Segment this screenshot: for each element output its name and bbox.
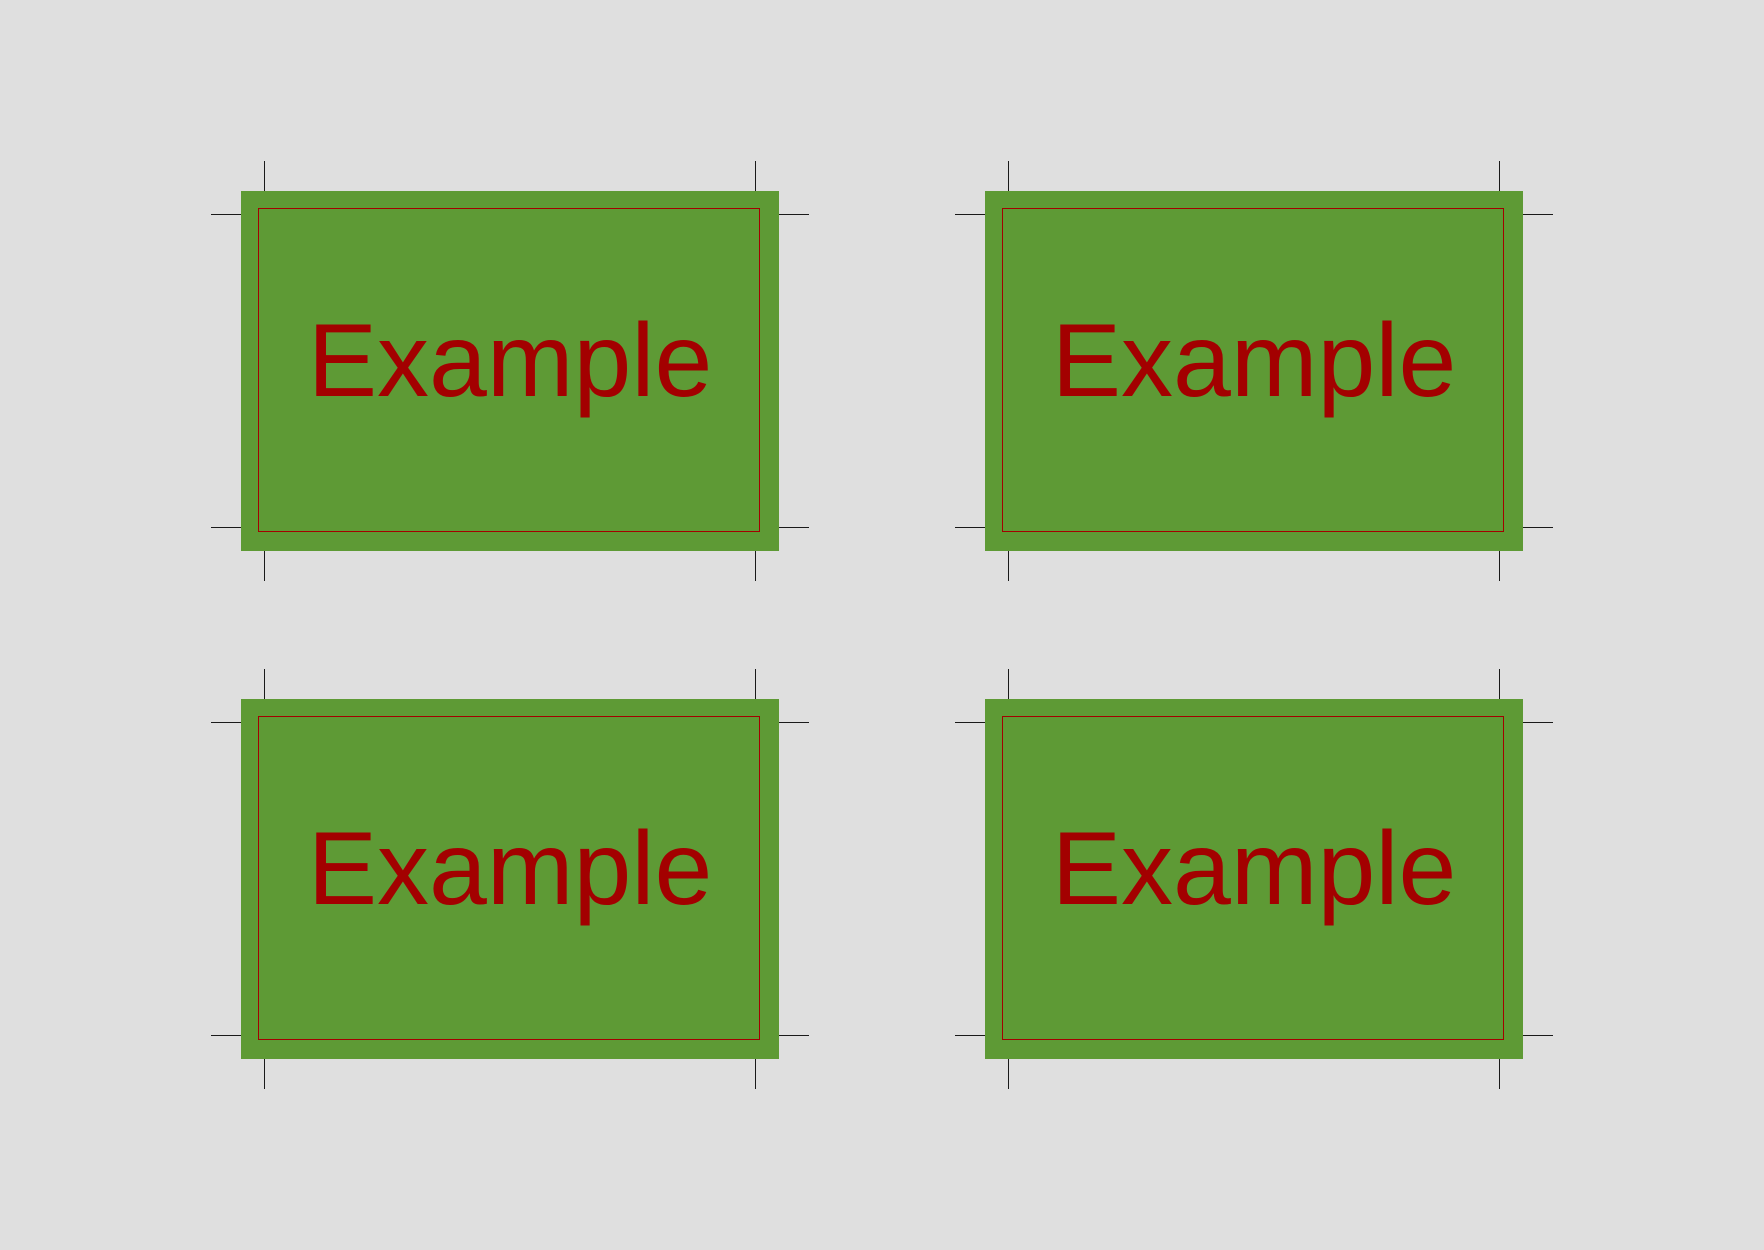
- crop-mark: [264, 161, 265, 191]
- safe-area-line: [1002, 716, 1504, 1040]
- crop-mark: [779, 527, 809, 528]
- crop-mark: [955, 1035, 985, 1036]
- crop-mark: [955, 722, 985, 723]
- card-label: Example: [307, 811, 713, 927]
- crop-mark: [755, 669, 756, 699]
- business-card: Example: [241, 699, 779, 1059]
- crop-mark: [755, 161, 756, 191]
- crop-mark: [1499, 669, 1500, 699]
- crop-mark: [211, 214, 241, 215]
- business-card: Example: [985, 191, 1523, 551]
- card-label: Example: [1051, 811, 1457, 927]
- crop-mark: [1008, 669, 1009, 699]
- card-label: Example: [307, 303, 713, 419]
- crop-mark: [1008, 161, 1009, 191]
- crop-mark: [779, 1035, 809, 1036]
- business-card: Example: [985, 699, 1523, 1059]
- crop-mark: [755, 551, 756, 581]
- crop-mark: [1499, 1059, 1500, 1089]
- crop-mark: [779, 722, 809, 723]
- crop-mark: [1523, 214, 1553, 215]
- crop-mark: [211, 722, 241, 723]
- safe-area-line: [1002, 208, 1504, 532]
- crop-mark: [264, 551, 265, 581]
- crop-mark: [1523, 527, 1553, 528]
- crop-mark: [1523, 722, 1553, 723]
- crop-mark: [1008, 551, 1009, 581]
- crop-mark: [955, 214, 985, 215]
- crop-mark: [1499, 551, 1500, 581]
- crop-mark: [1523, 1035, 1553, 1036]
- business-card: Example: [241, 191, 779, 551]
- crop-mark: [264, 1059, 265, 1089]
- crop-mark: [955, 527, 985, 528]
- crop-mark: [779, 214, 809, 215]
- card-label: Example: [1051, 303, 1457, 419]
- crop-mark: [755, 1059, 756, 1089]
- crop-mark: [211, 527, 241, 528]
- crop-mark: [264, 669, 265, 699]
- crop-mark: [1008, 1059, 1009, 1089]
- crop-mark: [1499, 161, 1500, 191]
- safe-area-line: [258, 208, 760, 532]
- crop-mark: [211, 1035, 241, 1036]
- safe-area-line: [258, 716, 760, 1040]
